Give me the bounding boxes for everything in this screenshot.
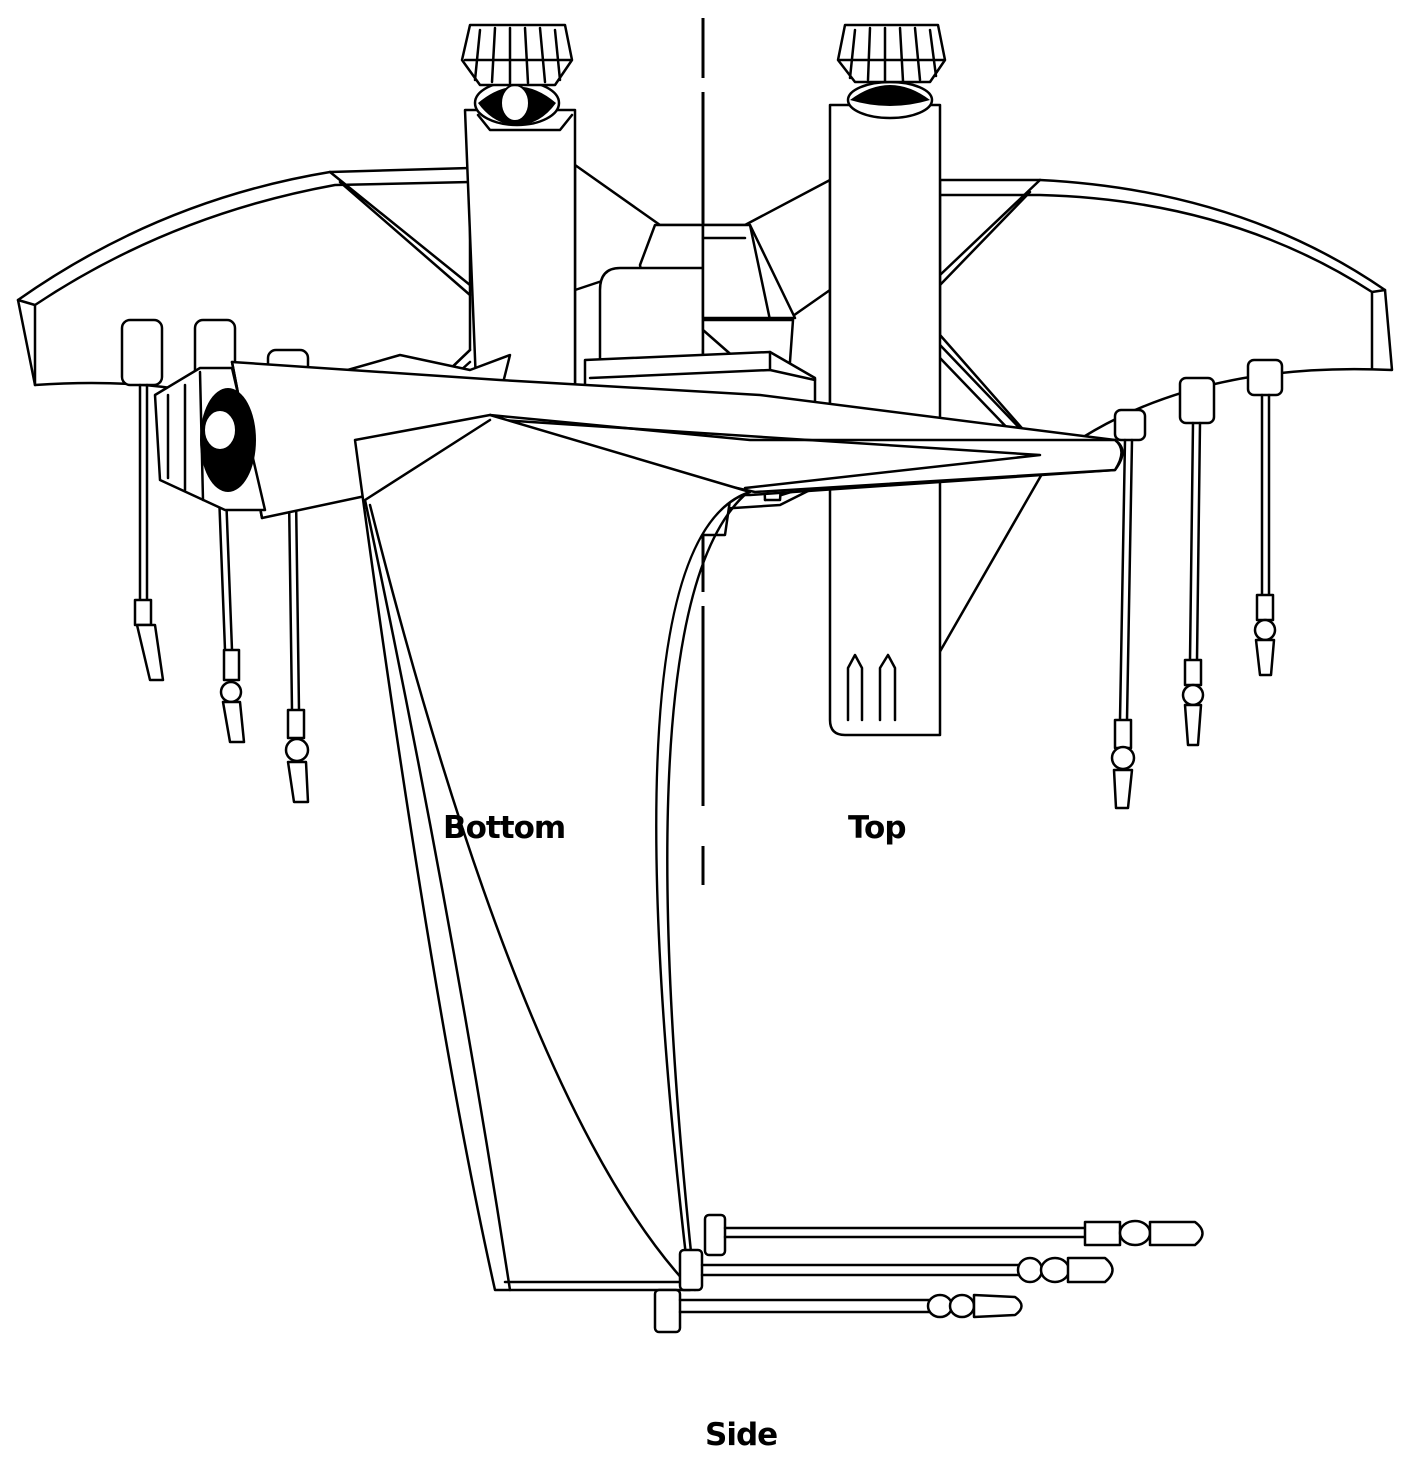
side-view-label: Side bbox=[705, 1417, 778, 1453]
bottom-view-label: Bottom bbox=[443, 810, 566, 846]
side-view-drawing bbox=[153, 350, 1204, 1334]
top-view-label: Top bbox=[848, 810, 907, 846]
